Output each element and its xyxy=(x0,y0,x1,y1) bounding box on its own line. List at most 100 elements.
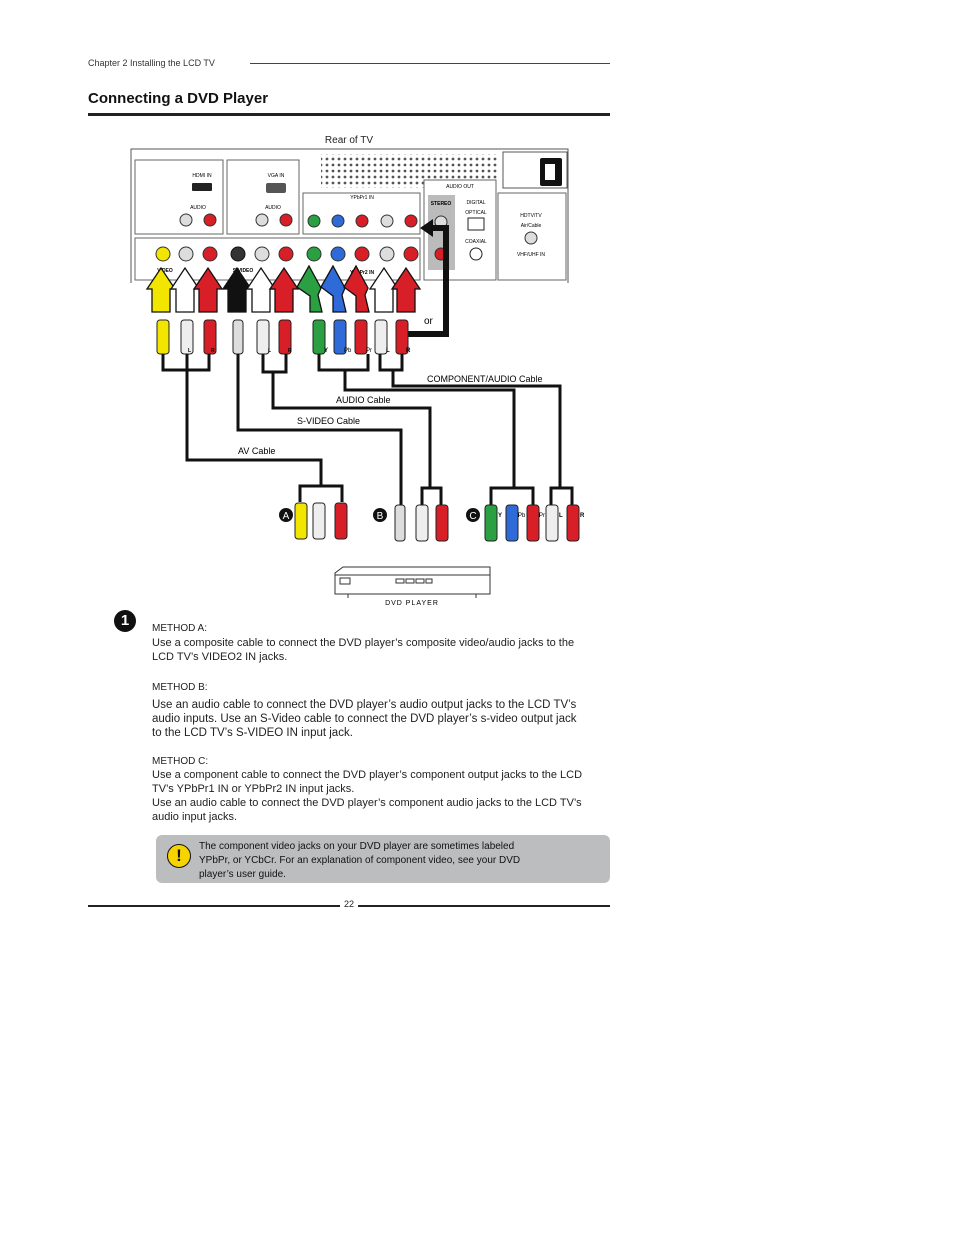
svg-text:Pr: Pr xyxy=(539,513,545,519)
tv-rear-panel: HDMI IN AUDIO VGA IN AUDIO YPbPr1 IN xyxy=(130,148,569,283)
svg-text:A: A xyxy=(283,511,290,522)
ypbpr1-in-label: YPbPr1 IN xyxy=(350,195,374,201)
hdmi-audio-l-jack xyxy=(179,213,193,227)
ypbpr2-y-jack xyxy=(306,246,322,262)
method-a-label: METHOD A: xyxy=(152,623,208,634)
footer-rule-left xyxy=(88,905,340,907)
antenna-port xyxy=(524,231,538,245)
ypbpr1-pr-jack xyxy=(355,214,369,228)
svg-text:Pr: Pr xyxy=(366,348,372,354)
ypbpr2-pb-jack xyxy=(330,246,346,262)
svg-text:R: R xyxy=(580,513,585,519)
svg-text:HDTV/TV: HDTV/TV xyxy=(520,213,542,219)
arrow-audio-red-c xyxy=(390,266,422,313)
vga-port xyxy=(266,183,286,193)
svg-text:B: B xyxy=(377,511,384,522)
plug-group-b: B xyxy=(373,486,449,542)
vga-audio-r-jack xyxy=(279,213,293,227)
svg-text:VIDEO: VIDEO xyxy=(157,268,173,274)
ypbpr1-pb-jack xyxy=(331,214,345,228)
ypbpr1-audio-l-jack xyxy=(380,214,394,228)
header-rule xyxy=(250,63,610,64)
ypbpr2-audio-r-jack xyxy=(403,246,419,262)
video2-video-jack xyxy=(155,246,171,262)
title-rule xyxy=(88,113,610,116)
page-number: 22 xyxy=(343,899,354,909)
marker-c xyxy=(466,508,480,522)
svg-text:L: L xyxy=(268,348,271,354)
svg-text:AUDIO: AUDIO xyxy=(265,205,281,211)
svideo-audio-r-jack xyxy=(278,246,294,262)
arrow-y-green xyxy=(296,264,323,313)
step-number: 1 xyxy=(114,610,136,632)
svg-text:C: C xyxy=(469,511,476,522)
ypbpr2-audio-l-jack xyxy=(379,246,395,262)
component-cable-label: COMPONENT/AUDIO Cable xyxy=(427,374,543,384)
hdmi-port xyxy=(192,183,212,191)
svg-text:COAXIAL: COAXIAL xyxy=(465,239,487,245)
svg-text:R: R xyxy=(406,348,411,354)
svg-text:Y: Y xyxy=(498,513,502,519)
svg-text:L: L xyxy=(386,348,390,354)
svg-text:VHF/UHF IN: VHF/UHF IN xyxy=(517,252,545,258)
audio-out-arrow-head xyxy=(420,219,433,237)
svg-text:Air/Cable: Air/Cable xyxy=(521,223,542,229)
svideo-in-jack xyxy=(230,246,246,262)
note-box xyxy=(156,835,610,883)
arrow-audio-white-c xyxy=(368,266,400,313)
optical-port xyxy=(467,217,485,231)
method-c-label: METHOD C: xyxy=(152,756,209,767)
hdmi-audio-r-jack xyxy=(203,213,217,227)
svg-text:S-VIDEO: S-VIDEO xyxy=(233,268,254,274)
arrow-pb-blue xyxy=(320,264,347,313)
arrow-audio-red-b xyxy=(268,266,300,313)
footer-rule-right xyxy=(358,905,610,907)
arrow-audio-red-a xyxy=(192,266,224,313)
svg-text:YPbPr2 IN: YPbPr2 IN xyxy=(350,270,375,276)
vga-in-label: VGA IN xyxy=(268,173,285,179)
cable-lines xyxy=(161,354,562,505)
svg-text:Y: Y xyxy=(324,348,328,354)
svideo-cable-label: S-VIDEO Cable xyxy=(297,416,360,426)
video2-audio-l-jack xyxy=(178,246,194,262)
vga-audio-l-jack xyxy=(255,213,269,227)
hdmi-in-label: HDMI IN xyxy=(192,173,212,179)
method-b-text: Use an audio cable to connect the DVD pl… xyxy=(152,699,577,739)
svg-text:R: R xyxy=(288,348,292,354)
page-title: Connecting a DVD Player xyxy=(88,90,269,107)
method-a-text: Use a composite cable to connect the DVD… xyxy=(152,637,575,663)
tv-side-plugs xyxy=(156,319,409,355)
chapter-header: Chapter 2 Installing the LCD TV xyxy=(88,58,215,68)
dvd-player-illustration: DVD PLAYER xyxy=(334,566,491,607)
svg-text:Pb: Pb xyxy=(518,513,526,519)
audio-cable-label: AUDIO Cable xyxy=(336,395,391,405)
or-label: or xyxy=(424,316,434,327)
connection-arrows xyxy=(145,264,422,313)
plug-group-c: Y Pb Pr L R C xyxy=(466,486,585,542)
method-c-text-2: Use an audio cable to connect the DVD pl… xyxy=(152,797,582,823)
ypbpr2-pr-jack xyxy=(354,246,370,262)
marker-b xyxy=(373,508,387,522)
dvd-player-label: DVD PLAYER xyxy=(385,600,439,607)
exclamation-icon: ! xyxy=(167,844,191,868)
svg-text:STEREO: STEREO xyxy=(431,201,452,207)
svg-text:L: L xyxy=(188,348,191,354)
svg-text:DIGITAL: DIGITAL xyxy=(466,200,485,206)
audio-out-label: AUDIO OUT xyxy=(446,184,474,190)
svg-text:OPTICAL: OPTICAL xyxy=(465,210,487,216)
svg-text:R: R xyxy=(211,348,215,354)
svg-text:L: L xyxy=(559,513,563,519)
method-c-text-1: Use a component cable to connect the DVD… xyxy=(152,769,583,795)
arrow-audio-white-a xyxy=(169,266,201,313)
note-text: The component video jacks on your DVD pl… xyxy=(199,841,521,880)
marker-a xyxy=(279,508,293,522)
arrow-svideo-black xyxy=(221,266,253,313)
av-cable-label: AV Cable xyxy=(238,446,275,456)
audio-out-loop-arrow xyxy=(407,225,449,337)
ypbpr1-y-jack xyxy=(307,214,321,228)
method-b-label: METHOD B: xyxy=(152,682,208,693)
plug-group-a: A xyxy=(279,484,348,540)
rear-of-tv-label: Rear of TV xyxy=(325,135,373,146)
svg-text:Pb: Pb xyxy=(344,348,352,354)
arrow-audio-white-b xyxy=(245,266,277,313)
